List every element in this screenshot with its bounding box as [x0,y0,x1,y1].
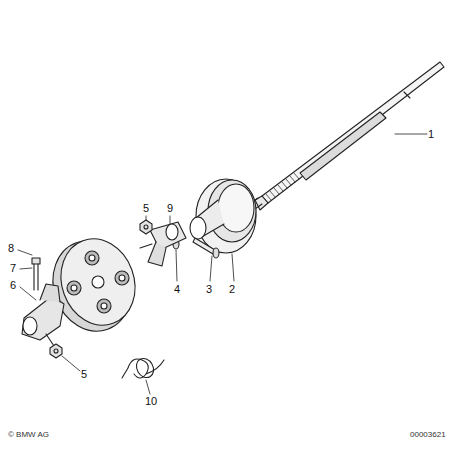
callout-number: 10 [145,396,157,407]
callout-number: 3 [206,284,212,295]
bolt [32,258,40,290]
rubber-boot [190,179,256,253]
callout-number: 6 [10,280,16,291]
clamp-yoke [140,222,186,266]
steering-shaft [243,62,444,214]
copyright-note: © BMW AG [8,431,49,439]
bolt [193,238,219,258]
torsion-spring [122,355,164,380]
hex-nut [140,220,152,234]
callout-number: 2 [229,284,235,295]
callout-number: 4 [174,284,180,295]
leader-lines [18,134,427,394]
callout-number: 1 [428,129,434,140]
callout-number: 8 [8,243,14,254]
callout-number: 9 [167,203,173,214]
drawing-number: 00003621 [410,431,446,439]
callout-number: 5 [143,203,149,214]
callout-number: 7 [10,263,16,274]
hex-nut [50,344,62,358]
callout-number: 5 [81,369,87,380]
